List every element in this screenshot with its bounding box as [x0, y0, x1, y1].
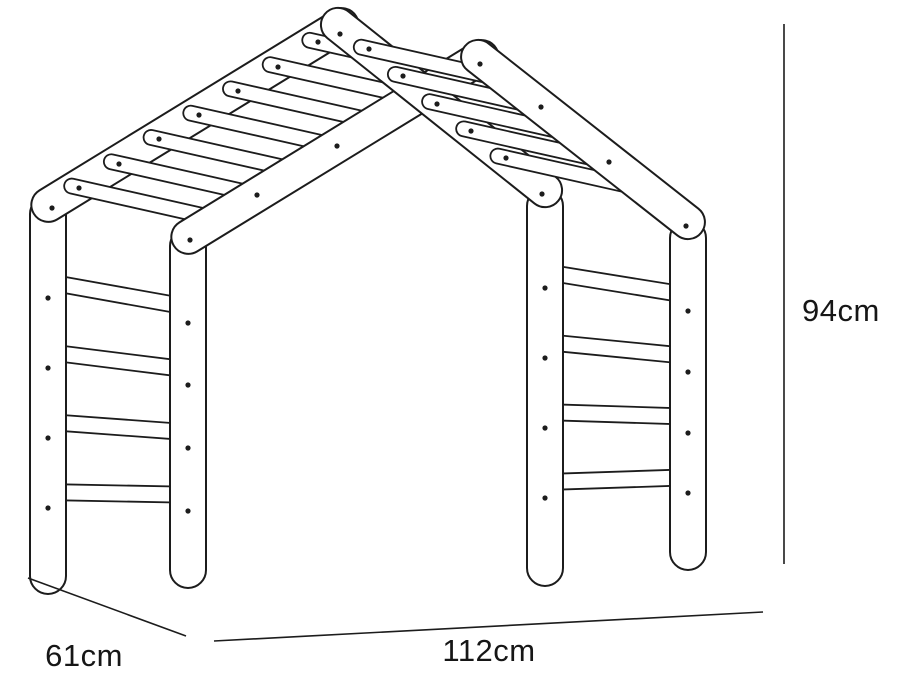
width-dimension-label: 112cm	[442, 633, 535, 668]
depth-dimension-line	[27, 577, 187, 637]
right-front-post	[526, 187, 564, 587]
right-roof-rungs	[352, 38, 648, 197]
left-front-post	[29, 195, 67, 595]
width-dimension-line	[213, 611, 764, 642]
left-ladder-rungs	[39, 273, 197, 504]
ladder-posts	[29, 187, 707, 595]
height-dimension-label: 94cm	[802, 293, 880, 328]
right-roof-back-rail	[460, 38, 706, 241]
screw-dots	[45, 31, 691, 514]
depth-dimension-label: 61cm	[45, 638, 123, 673]
dimension-annotations: 94cm 61cm 112cm	[27, 24, 880, 673]
left-back-post	[169, 227, 207, 589]
right-back-post	[669, 219, 707, 571]
